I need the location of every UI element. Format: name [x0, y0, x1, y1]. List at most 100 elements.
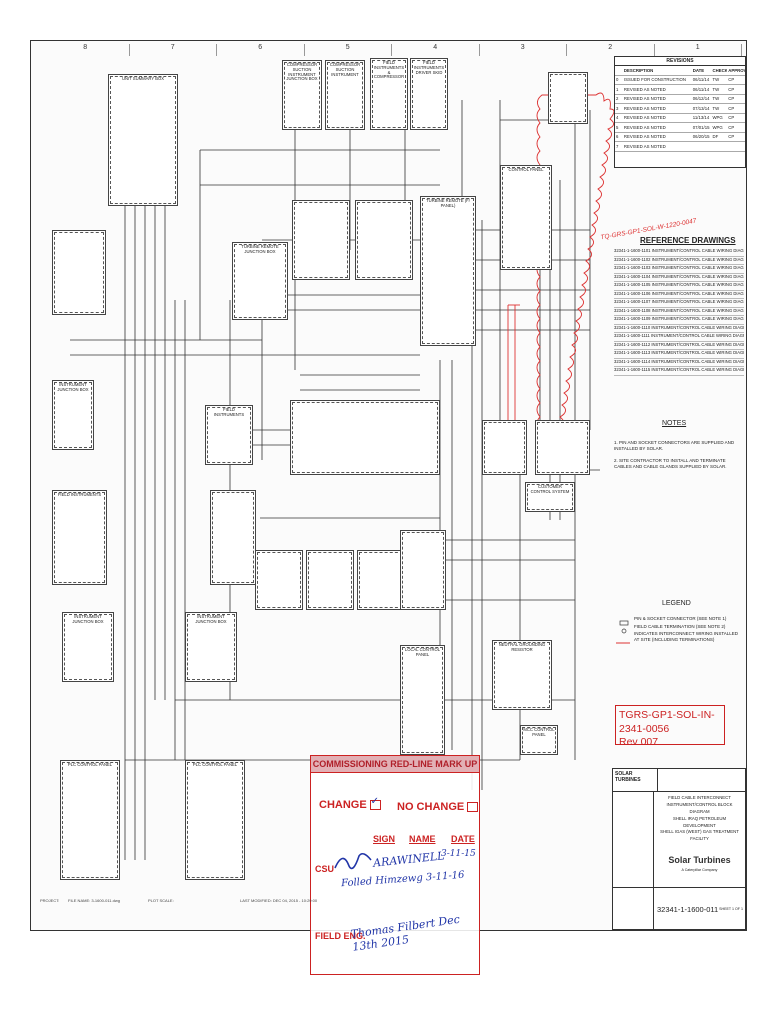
legend: PIN & SOCKET CONNECTOR (SEE NOTE 1) FIEL… — [614, 615, 744, 643]
list-item: 32341-1-1600-1102 INSTRUMENT/CONTROL CAB… — [614, 257, 744, 265]
compressor-suction-instrument-block: COMPRESSOR SUCTION INSTRUMENT — [325, 60, 365, 130]
instrument-junction-box-left: INSTRUMENT JUNCTION BOX — [52, 380, 94, 450]
markup-title: COMMISSIONING RED-LINE MARK UP — [311, 756, 479, 773]
title-line: INSTRUMENT/CONTROL BLOCK DIAGRAM — [666, 801, 733, 814]
unit-summary-box: UNIT SUMMARY BOX — [108, 74, 178, 206]
turbine-remote-junction-box: TURBINE REMOTE JUNCTION BOX — [232, 242, 288, 320]
plc-control-panel-left: PLC CONTROL PANEL — [60, 760, 120, 880]
footer-file: FILE NAME: 3-1600-011.dwg — [68, 898, 120, 903]
list-item: 32341-1-1600-1101 INSTRUMENT/CONTROL CAB… — [614, 248, 744, 257]
reference-drawings-title: REFERENCE DRAWINGS — [640, 236, 736, 245]
notes-list: 1. PIN AND SOCKET CONNECTORS ARE SUPPLIE… — [614, 440, 744, 470]
customer-control-system: CUSTOMER CONTROL SYSTEM — [525, 482, 575, 512]
title-block: SOLAR TURBINES FIELD CABLE INTERCONNECT … — [612, 768, 746, 930]
field-eng-label: FIELD ENG. — [315, 931, 366, 941]
zone-label: 2 — [567, 44, 655, 56]
mcc-control-panel: MCC CONTROL PANEL — [520, 725, 558, 755]
list-item: 32341-1-1600-1108 INSTRUMENT/CONTROL CAB… — [614, 308, 744, 316]
gas-detector-box-2 — [306, 550, 354, 610]
company-logo: Solar Turbines — [668, 855, 731, 866]
reference-drawings-list: 32341-1-1600-1101 INSTRUMENT/CONTROL CAB… — [614, 248, 744, 376]
legend-item: PIN & SOCKET CONNECTOR (SEE NOTE 1) — [634, 616, 727, 621]
local-control-panel-center: LOCAL CONTROL PANEL — [400, 645, 445, 755]
change-label: CHANGE✓ — [319, 796, 381, 811]
name-header: NAME — [409, 834, 436, 844]
doc-revision-line: Rev 007 — [619, 736, 659, 749]
footer-project: PROJECT: — [40, 898, 60, 903]
notes-title: NOTES — [662, 420, 687, 427]
zone-markers: 8 7 6 5 4 3 2 1 — [42, 44, 742, 56]
list-item: 32341-1-1600-1112 INSTRUMENT/CONTROL CAB… — [614, 342, 744, 350]
revisions-title: REVISIONS — [615, 57, 745, 66]
revision-cloud — [536, 92, 615, 469]
neutral-grounding-resistor: NEUTRAL GROUNDING RESISTOR — [492, 640, 552, 710]
turbine-remote-f-panel — [482, 420, 527, 475]
drawing-number: 32341-1-1600-011 — [657, 904, 719, 914]
turbine-remote-panel-low — [400, 530, 446, 610]
zone-label: 3 — [480, 44, 567, 56]
field-eng-signature: Thomas Filbert Dec 13th 2015 — [349, 912, 461, 954]
change-checkbox[interactable]: ✓ — [369, 796, 381, 811]
csu-date: 3-11-15 — [441, 849, 476, 859]
turbine-remote-panel-mid — [290, 400, 440, 475]
title-line: SHELL IGAS (WEST) GAS TREATMENT FACILITY — [660, 829, 739, 842]
list-item: 32341-1-1600-1103 INSTRUMENT/CONTROL CAB… — [614, 265, 744, 274]
list-item: 32341-1-1600-1106 INSTRUMENT/CONTROL CAB… — [614, 291, 744, 299]
field-instruments-left: FIELD INSTRUMENTS — [52, 490, 107, 585]
zone-label: 4 — [392, 44, 480, 56]
field-box-right — [535, 420, 590, 475]
gas-detector-box-1 — [255, 550, 303, 610]
compressor-suction-junction-box: COMPRESSOR SUCTION INSTRUMENT JUNCTION B… — [282, 60, 322, 130]
list-item: 32341-1-1600-1115 INSTRUMENT/CONTROL CAB… — [614, 367, 744, 376]
csu-label: CSU — [315, 864, 335, 874]
sheet-number: SHEET 1 OF 1 — [719, 907, 743, 911]
zone-label: 5 — [305, 44, 392, 56]
legend-title: LEGEND — [662, 600, 691, 607]
compressor-block-b — [355, 200, 413, 280]
zone-label: 1 — [655, 44, 742, 56]
field-instruments-block: FIELD INSTRUMENTS — [205, 405, 253, 465]
turbine-remote-panel-main: TURBINE REMOTE (F/ PANEL) — [420, 196, 476, 346]
compressor-block-a — [292, 200, 350, 280]
instrument-box — [52, 230, 106, 315]
revisions-header-row: DESCRIPTION DATE CHECK APPROVE — [615, 66, 745, 76]
field-panel-block — [548, 72, 588, 124]
list-item: 32341-1-1600-1104 INSTRUMENT/CONTROL CAB… — [614, 274, 744, 282]
date-header: DATE — [451, 834, 475, 844]
zone-label: 7 — [130, 44, 217, 56]
list-item: 32341-1-1600-1113 INSTRUMENT/CONTROL CAB… — [614, 350, 744, 359]
control-panel-block: CONTROL PANEL — [500, 165, 552, 270]
commissioning-markup-stamp: COMMISSIONING RED-LINE MARK UP CHANGE✓ N… — [310, 755, 480, 975]
document-number: TGRS-GP1-SOL-IN-2341-0056 Rev 007 — [615, 705, 725, 748]
field-instruments-center — [210, 490, 256, 585]
no-change-checkbox[interactable] — [467, 802, 479, 813]
csu-name: ARAWINELL — [372, 849, 446, 870]
company-subtitle: A Caterpillar Company — [681, 867, 718, 872]
legend-item: FIELD CABLE TERMINATION (SEE NOTE 2) — [634, 624, 726, 630]
title-line: FIELD CABLE INTERCONNECT — [668, 795, 731, 800]
field-instruments-driver-block: FIELD INSTRUMENTS DRIVER SKID — [410, 58, 448, 130]
csu-signature — [334, 852, 372, 870]
no-change-label: NO CHANGE — [397, 801, 479, 813]
note-item: 2. SITE CONTRACTOR TO INSTALL AND TERMIN… — [614, 458, 727, 470]
company-label: SOLAR TURBINES — [613, 769, 658, 791]
note-item: 1. PIN AND SOCKET CONNECTORS ARE SUPPLIE… — [614, 440, 735, 452]
field-instruments-compressor-block: FIELD INSTRUMENTS & COMPRESSOR — [370, 58, 408, 130]
list-item: 32341-1-1600-1109 INSTRUMENT/CONTROL CAB… — [614, 316, 744, 325]
doc-number-line: TGRS-GP1-SOL-IN-2341-0056 — [619, 709, 715, 735]
plc-control-panel-right: PLC CONTROL PANEL — [185, 760, 245, 880]
zone-label: 8 — [42, 44, 130, 56]
legend-item: INDICATES INTERCONNECT WIRING INSTALLED … — [634, 631, 739, 643]
list-item: 32341-1-1600-1105 INSTRUMENT/CONTROL CAB… — [614, 282, 744, 291]
zone-label: 6 — [217, 44, 305, 56]
instrument-junction-box-b: INSTRUMENT JUNCTION BOX — [185, 612, 237, 682]
sign-header: SIGN — [373, 834, 396, 844]
